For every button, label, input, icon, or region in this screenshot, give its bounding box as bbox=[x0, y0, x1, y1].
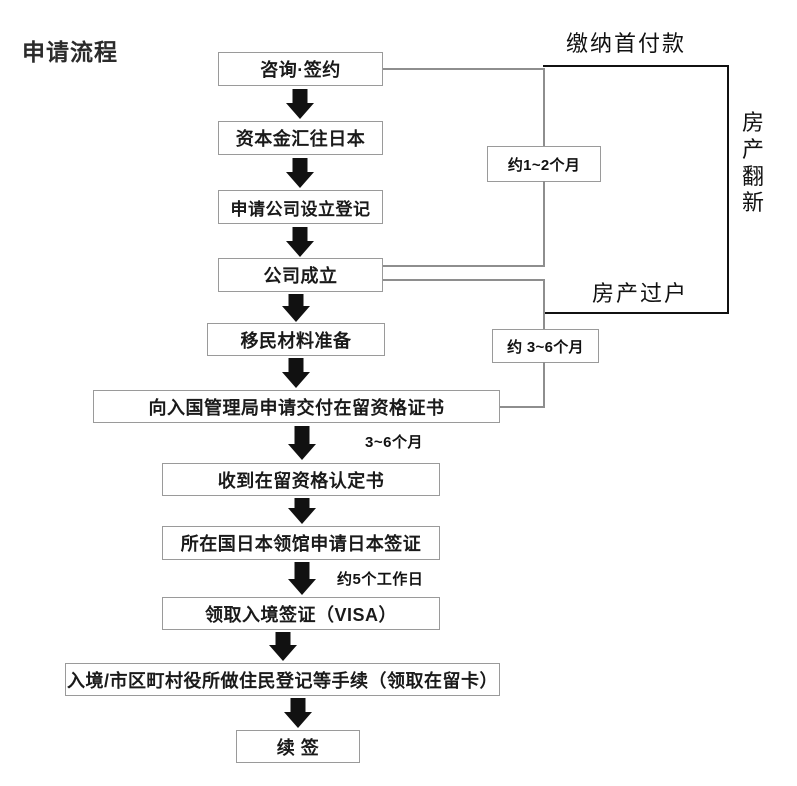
node-residency-registration[interactable]: 入境/市区町村役所做住民登记等手续（领取在留卡） bbox=[65, 663, 500, 696]
node-apply-coe[interactable]: 向入国管理局申请交付在留资格证书 bbox=[93, 390, 500, 423]
arrow-established-to-materials bbox=[281, 294, 311, 322]
connector-chip1-down bbox=[543, 181, 545, 266]
chip-3-6-months: 约 3~6个月 bbox=[492, 329, 599, 363]
renovation-char-3: 新 bbox=[742, 190, 767, 216]
connector-consult-down bbox=[543, 68, 545, 148]
node-embassy-visa[interactable]: 所在国日本领馆申请日本签证 bbox=[162, 526, 440, 560]
renovation-frame-bottom bbox=[543, 312, 729, 314]
node-receive-coe[interactable]: 收到在留资格认定书 bbox=[162, 463, 440, 496]
connector-established-lower bbox=[383, 279, 545, 281]
node-visa-renewal[interactable]: 续 签 bbox=[236, 730, 360, 763]
connector-established-upper bbox=[383, 265, 545, 267]
arrow-visa-to-residency bbox=[268, 632, 298, 661]
arrow-receive-to-embassy bbox=[287, 498, 317, 524]
renovation-char-2: 翻 bbox=[742, 163, 767, 189]
renovation-frame-top bbox=[543, 65, 729, 67]
connector-consult-right bbox=[383, 68, 545, 70]
arrow-remit-to-register bbox=[285, 158, 315, 188]
node-consult[interactable]: 咨询·签约 bbox=[218, 52, 383, 86]
renovation-frame-right bbox=[727, 65, 729, 314]
renovation-char-1: 产 bbox=[742, 136, 767, 162]
page-title: 申请流程 bbox=[22, 39, 118, 65]
arrow-coe-to-receive bbox=[287, 426, 317, 460]
arrow-residency-to-renewal bbox=[283, 698, 313, 728]
renovation-char-0: 房 bbox=[742, 110, 767, 135]
label-down-payment: 缴纳首付款 bbox=[566, 31, 687, 56]
duration-visa-label: 约5个工作日 bbox=[337, 571, 424, 588]
connector-chip2-down bbox=[543, 362, 545, 407]
node-receive-visa[interactable]: 领取入境签证（VISA） bbox=[162, 597, 440, 630]
chip-1-2-months: 约1~2个月 bbox=[487, 146, 601, 182]
connector-coe-right bbox=[500, 406, 545, 408]
label-renovation-vertical: 房 产 翻 新 bbox=[742, 110, 766, 217]
label-property-transfer: 房产过户 bbox=[592, 281, 689, 306]
node-register-company[interactable]: 申请公司设立登记 bbox=[218, 190, 383, 224]
arrow-materials-to-coe bbox=[281, 358, 311, 388]
node-remit-capital[interactable]: 资本金汇往日本 bbox=[218, 121, 383, 155]
node-company-established[interactable]: 公司成立 bbox=[218, 258, 383, 292]
arrow-register-to-established bbox=[285, 227, 315, 257]
arrow-embassy-to-visa bbox=[287, 562, 317, 595]
connector-established-down bbox=[543, 279, 545, 331]
duration-coe-label: 3~6个月 bbox=[365, 434, 423, 451]
node-immigration-materials[interactable]: 移民材料准备 bbox=[207, 323, 385, 356]
arrow-consult-to-remit bbox=[285, 89, 315, 119]
